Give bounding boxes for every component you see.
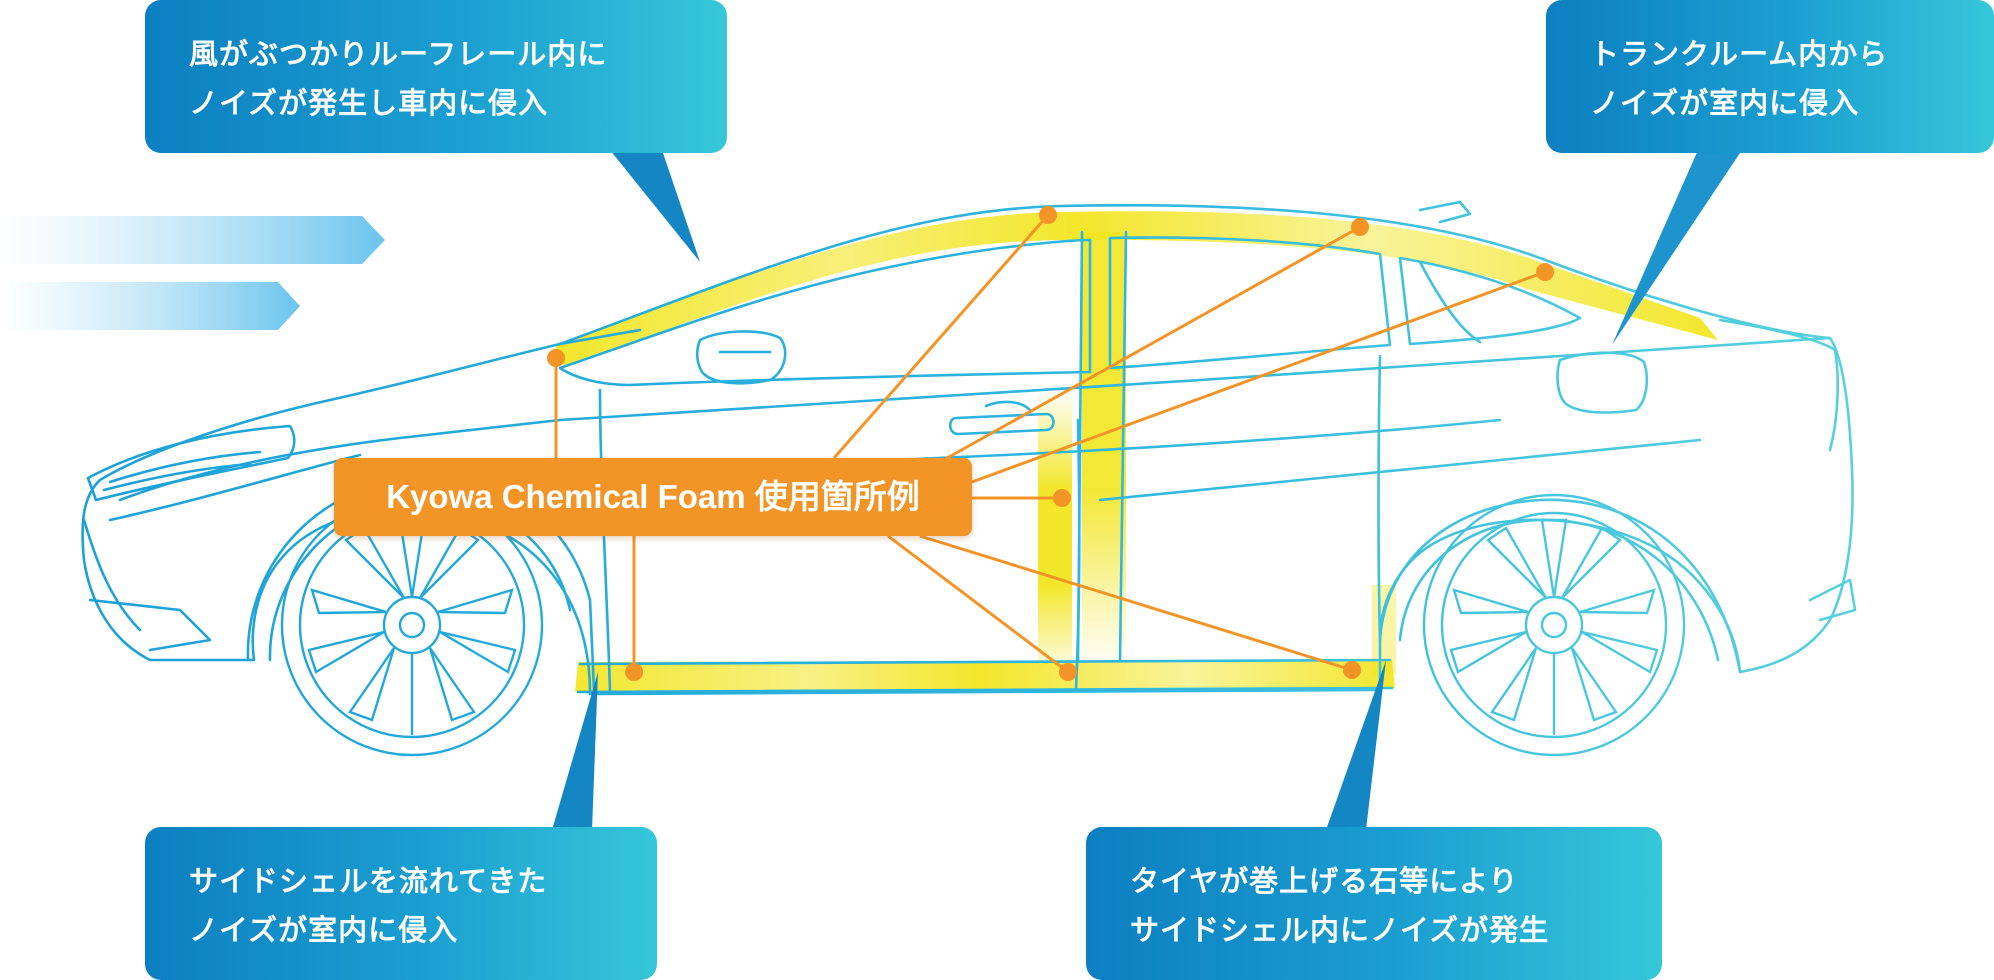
foam-center-pillar-lower	[1038, 390, 1072, 670]
callout-roof-line2: ノイズが発生し車内に侵入	[189, 86, 549, 120]
wind-arrow-upper	[0, 216, 385, 264]
marker-rear-quarter	[1536, 263, 1554, 281]
leader-lines	[554, 214, 1546, 674]
callout-tire-stone-noise: タイヤが巻上げる石等により サイドシェル内にノイズが発生	[1086, 827, 1662, 980]
callout-pointers	[552, 150, 1742, 830]
foam-side-sill	[575, 660, 1395, 692]
pointer-side	[552, 672, 598, 830]
leader-roof-center	[832, 214, 1050, 459]
callout-roof-line1: 風がぶつかりルーフレール内に	[189, 37, 608, 71]
callout-trunk-noise: トランクルーム内から ノイズが室内に侵入	[1546, 0, 1994, 153]
leader-sill-rear	[919, 534, 1353, 672]
marker-sill-front	[625, 663, 643, 681]
marker-roof-front	[547, 349, 565, 367]
foam-point-marker-icon	[547, 206, 1554, 681]
pointer-tire	[1326, 660, 1386, 830]
marker-b-pillar	[1053, 489, 1071, 507]
foam-b-pillar	[1082, 232, 1126, 662]
callout-side-line2: ノイズが室内に侵入	[189, 913, 459, 947]
callout-tire-line1: タイヤが巻上げる石等により	[1130, 864, 1519, 898]
marker-sill-rear	[1343, 661, 1361, 679]
wind-arrows-icon	[0, 216, 385, 330]
marker-roof-rear	[1351, 218, 1369, 236]
foam-highlights	[555, 211, 1718, 692]
car-side-outline-icon	[81, 200, 1857, 696]
foam-rear-arch	[1372, 585, 1396, 675]
callout-side-line1: サイドシェルを流れてきた	[189, 864, 548, 898]
leader-roof-rear	[939, 225, 1361, 464]
foam-roof-rail	[555, 211, 1718, 368]
usage-example-label: Kyowa Chemical Foam 使用箇所例	[334, 458, 972, 536]
marker-sill-center	[1059, 663, 1077, 681]
pointer-trunk	[1612, 150, 1742, 345]
wind-arrow-lower	[0, 282, 300, 330]
leader-rear-quarter	[971, 270, 1546, 484]
callout-trunk-line1: トランクルーム内から	[1590, 37, 1889, 71]
callout-trunk-line2: ノイズが室内に侵入	[1590, 86, 1860, 120]
pointer-roof	[610, 150, 700, 262]
callout-side-shell-noise: サイドシェルを流れてきた ノイズが室内に侵入	[145, 827, 657, 980]
marker-roof-center	[1039, 206, 1057, 224]
leader-sill-center	[887, 534, 1069, 674]
callout-roof-rail-noise: 風がぶつかりルーフレール内に ノイズが発生し車内に侵入	[145, 0, 727, 153]
rear-wheel	[1422, 493, 1686, 757]
callout-tire-line2: サイドシェル内にノイズが発生	[1130, 913, 1550, 947]
